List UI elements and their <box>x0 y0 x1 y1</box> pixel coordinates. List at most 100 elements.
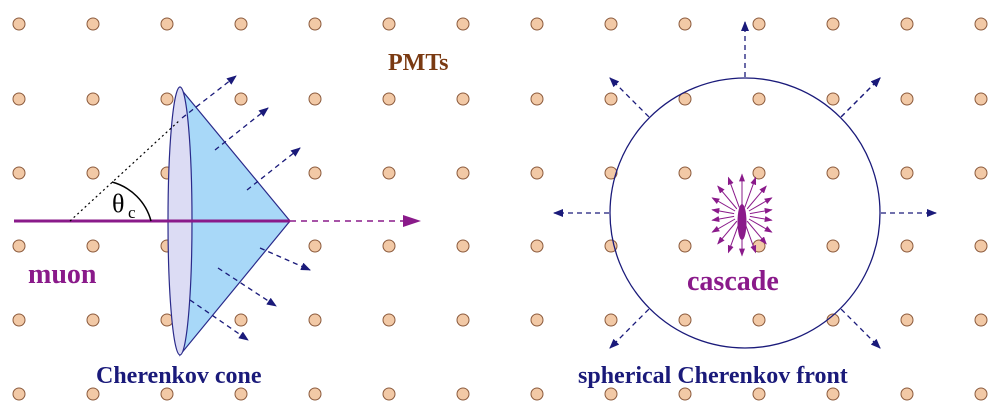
pmt-icon <box>308 239 322 253</box>
pmt-icon <box>752 166 766 180</box>
cherenkov-cone-label: Cherenkov cone <box>96 363 262 389</box>
cascade-photon-arrow <box>717 220 738 245</box>
pmt-icon <box>308 92 322 106</box>
cascade-photon-arrow <box>727 176 740 208</box>
cherenkov-cone-figure: θ c muon Cherenkov cone <box>14 75 421 389</box>
pmt-icon <box>456 166 470 180</box>
pmt-icon <box>456 17 470 31</box>
cascade-photon-arrow <box>711 215 735 222</box>
pmt-icon <box>826 166 840 180</box>
pmt-icon <box>974 92 988 106</box>
pmt-icon <box>456 387 470 401</box>
photon-arrow <box>217 267 277 307</box>
pmt-icon <box>530 313 544 327</box>
pmt-icon <box>974 166 988 180</box>
pmt-icon <box>12 166 26 180</box>
cascade-photon-arrow <box>746 185 767 210</box>
pmt-icon <box>12 92 26 106</box>
pmt-icon <box>900 92 914 106</box>
pmt-icon <box>86 17 100 31</box>
theta-subscript: c <box>128 203 136 222</box>
pmt-icon <box>456 239 470 253</box>
pmt-icon <box>678 166 692 180</box>
theta-label: θ <box>112 189 124 218</box>
pmt-icon <box>12 17 26 31</box>
outer-photon-arrows <box>553 21 937 349</box>
cascade-photon-arrow <box>744 222 757 254</box>
cascade-photon-arrow <box>744 176 757 208</box>
pmt-icon <box>530 239 544 253</box>
cascade-photon-arrow <box>746 220 767 245</box>
pmt-icon <box>752 387 766 401</box>
pmt-icon <box>86 313 100 327</box>
pmt-icon <box>974 313 988 327</box>
muon-label: muon <box>28 259 97 290</box>
outer-photon-arrow <box>840 308 881 349</box>
pmt-icon <box>752 313 766 327</box>
pmt-icon <box>530 387 544 401</box>
pmt-icon <box>308 17 322 31</box>
outer-photon-arrow <box>609 308 650 349</box>
pmt-icon <box>604 92 618 106</box>
pmt-grid <box>12 17 988 401</box>
photon-arrow <box>181 75 237 119</box>
pmt-icon <box>382 166 396 180</box>
pmt-icon <box>974 387 988 401</box>
pmt-icon <box>900 387 914 401</box>
pmt-icon <box>530 17 544 31</box>
pmt-icon <box>382 239 396 253</box>
cascade-photon-arrow <box>748 197 773 212</box>
pmt-icon <box>678 239 692 253</box>
cascade-photon-arrow <box>711 197 736 212</box>
pmt-icon <box>530 92 544 106</box>
pmt-icon <box>678 313 692 327</box>
pmt-icon <box>826 17 840 31</box>
pmt-icon <box>308 313 322 327</box>
photon-arrows <box>181 75 311 341</box>
cascade-photon-arrow <box>711 218 736 233</box>
pmt-icon <box>86 387 100 401</box>
pmt-icon <box>826 92 840 106</box>
pmt-icon <box>234 17 248 31</box>
cascade-photon-arrow <box>749 215 773 222</box>
photon-arrow <box>246 147 301 191</box>
pmt-icon <box>12 239 26 253</box>
pmt-icon <box>900 166 914 180</box>
photon-arrow <box>214 107 269 151</box>
pmt-icon <box>900 313 914 327</box>
pmt-icon <box>604 387 618 401</box>
spherical-front-figure: cascade spherical Cherenkov front <box>553 21 937 389</box>
pmt-icon <box>604 166 618 180</box>
pmt-icon <box>456 92 470 106</box>
pmt-icon <box>12 387 26 401</box>
pmt-icon <box>86 166 100 180</box>
pmt-icon <box>974 239 988 253</box>
cascade-core <box>737 204 747 240</box>
cascade-photon-arrow <box>749 208 773 215</box>
cascade-photon-arrow <box>711 208 735 215</box>
pmt-icon <box>234 313 248 327</box>
pmt-icon <box>234 92 248 106</box>
pmt-icon <box>826 239 840 253</box>
pmt-icon <box>678 92 692 106</box>
pmt-icon <box>160 17 174 31</box>
pmt-icon <box>456 313 470 327</box>
cherenkov-angle-arc <box>111 181 152 222</box>
pmt-icon <box>382 92 396 106</box>
pmt-icon <box>752 17 766 31</box>
photon-arrow <box>189 299 249 341</box>
cascade-burst <box>711 173 773 257</box>
pmt-icon <box>530 166 544 180</box>
pmt-icon <box>86 239 100 253</box>
pmt-icon <box>382 387 396 401</box>
cascade-photon-arrow <box>727 222 740 254</box>
outer-photon-arrow <box>609 77 650 118</box>
pmt-icon <box>678 387 692 401</box>
pmt-icon <box>900 239 914 253</box>
outer-photon-arrow <box>840 77 881 118</box>
pmt-icon <box>308 387 322 401</box>
spherical-cherenkov-front <box>609 77 881 349</box>
photon-arrow <box>259 247 311 271</box>
pmt-icon <box>12 313 26 327</box>
